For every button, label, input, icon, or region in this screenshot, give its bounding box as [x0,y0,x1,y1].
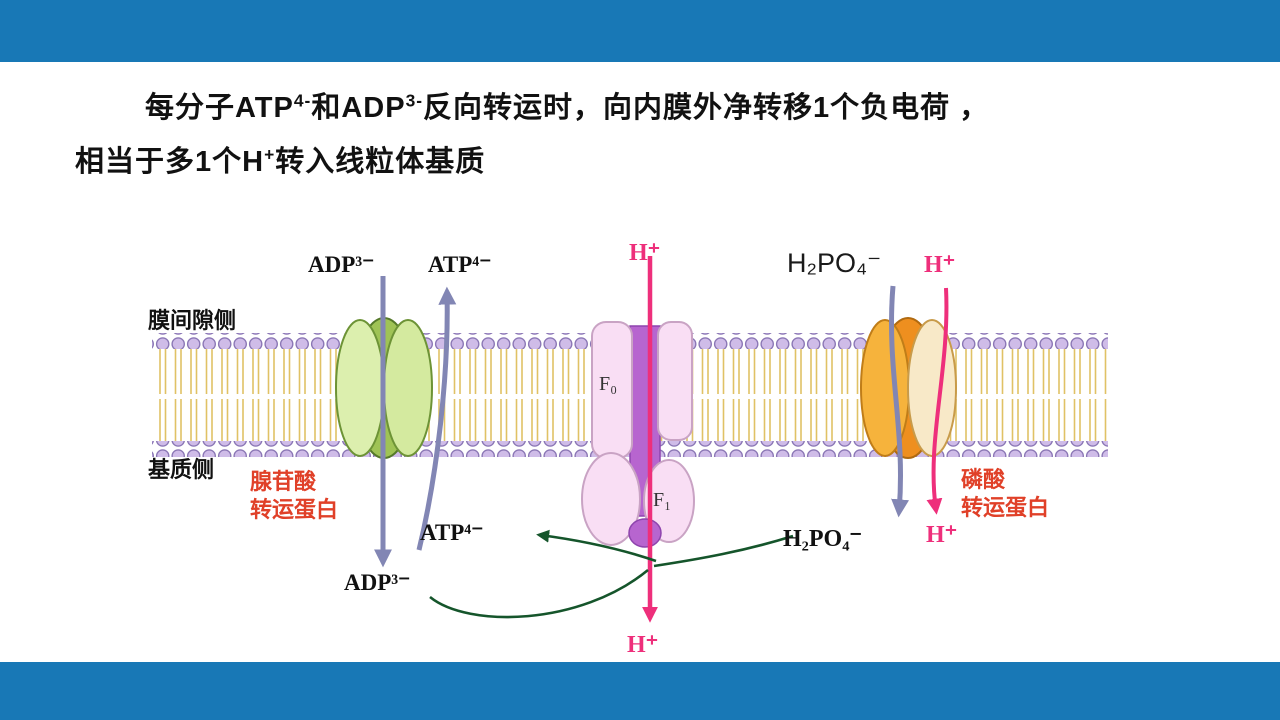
adenine-transporter-name: 腺苷酸 转运蛋白 [250,468,338,523]
title-superscript: 3- [405,90,424,111]
lipid-bilayer [152,333,1108,457]
top-accent-bar [0,0,1280,62]
title-text: 转入线粒体基质 [275,145,486,178]
title-text: 相当于多1个H [75,145,265,178]
adp-substrate-curve [429,568,649,619]
proton-top-label: H⁺ [629,240,661,266]
proton-bottom-label: H⁺ [627,632,659,658]
f0-label: F₀ [599,373,618,395]
title-text: 每分子ATP [145,92,294,124]
slide-title: 每分子ATP4-和ADP3-反向转运时，向内膜外净转移1个负电荷 ， 相当于多1… [75,82,1215,189]
title-line-1: 每分子ATP4-和ADP3-反向转运时，向内膜外净转移1个负电荷 ， [75,82,1215,136]
adp-top-label: ADP³⁻ [308,252,375,277]
phosphate-translocase [860,317,957,459]
phosphate-transporter-name: 磷酸 转运蛋白 [961,466,1049,521]
adenine-transporter-name-line1: 腺苷酸 [250,469,317,494]
title-line-2: 相当于多1个H+转入线粒体基质 [75,136,1215,190]
phosphate-transporter-name-line1: 磷酸 [961,467,1006,492]
title-text: 反向转运时，向内膜外净转移1个负电荷 ， [423,92,990,124]
atp-product-arrow [536,529,657,563]
proton-symport-arrow [926,287,949,515]
phosphate-transporter-name-line2: 转运蛋白 [961,494,1050,520]
matrix-side-label: 基质侧 [148,457,215,482]
adenine-transporter-name-line2: 转运蛋白 [250,496,339,522]
atp-bottom-label: ATP⁴⁻ [420,520,484,545]
atp-out-arrow [416,286,457,551]
adenine-nucleotide-translocase [335,317,433,459]
title-text: 和ADP [311,92,406,124]
title-superscript: + [264,143,276,164]
phosphate-top-label: H₂PO₄⁻ [787,248,882,278]
atp-synthase [581,321,695,548]
phosphate-substrate-curve [653,534,794,568]
proton-right-bottom-label: H⁺ [926,522,958,548]
proton-right-top-label: H⁺ [924,252,956,278]
intermembrane-side-label: 膜间隙侧 [148,308,237,333]
atp-top-label: ATP⁴⁻ [428,252,492,277]
phosphate-in-arrow [889,285,910,518]
phosphate-bottom-label: H₂PO₄⁻ [783,526,863,552]
bottom-accent-bar [0,662,1280,720]
title-superscript: 4- [293,90,312,111]
adp-bottom-label: ADP³⁻ [344,570,411,595]
f1-label: F₁ [653,489,672,511]
